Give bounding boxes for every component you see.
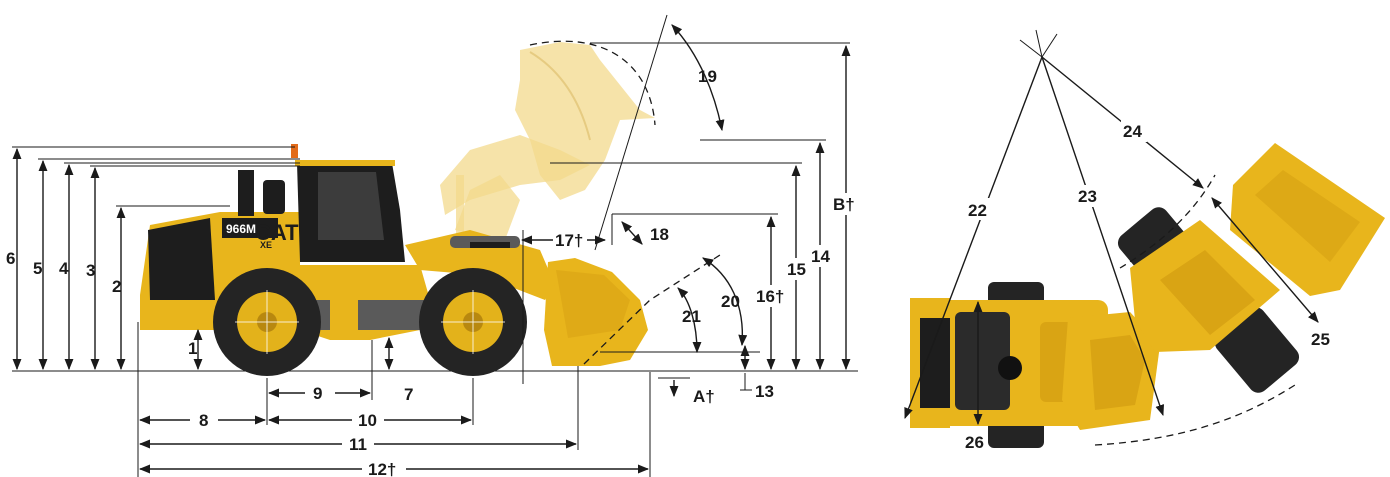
label-5: 5	[33, 259, 42, 278]
label-19: 19	[698, 67, 717, 86]
label-1: 1	[188, 339, 197, 358]
label-3: 3	[86, 261, 95, 280]
label-20: 20	[721, 292, 740, 311]
label-A: A†	[693, 387, 715, 406]
label-25: 25	[1311, 330, 1330, 349]
label-4: 4	[59, 259, 69, 278]
label-23: 23	[1078, 187, 1097, 206]
label-8: 8	[199, 411, 208, 430]
top-view-rear-frame	[910, 282, 1160, 448]
lowered-bucket	[544, 254, 721, 366]
label-21: 21	[682, 307, 701, 326]
label-13: 13	[755, 382, 774, 401]
label-11: 11	[349, 435, 367, 454]
label-14: 14	[811, 247, 830, 266]
label-12: 12†	[368, 460, 396, 477]
model-suffix-text: XE	[260, 240, 272, 250]
label-24: 24	[1123, 122, 1142, 141]
label-2: 2	[112, 277, 121, 296]
label-B: B†	[833, 195, 855, 214]
length-dimensions: 9 8 10 11 12† A† 13	[137, 322, 774, 477]
loader-arm	[405, 230, 555, 300]
label-22: 22	[968, 201, 987, 220]
label-7: 7	[404, 385, 413, 404]
turning-arc-outer	[1119, 174, 1216, 269]
label-9: 9	[313, 384, 322, 403]
right-height-dimensions: B† 14 15 16†	[550, 42, 862, 371]
raised-bucket-ghost	[440, 42, 655, 240]
top-view: 22 23 24 25 26	[904, 29, 1385, 452]
turning-radius-lines: 22 23 24 25 26	[904, 29, 1330, 452]
label-26: 26	[965, 433, 984, 452]
side-view: 966M XE CAT	[6, 14, 862, 477]
label-15: 15	[787, 260, 806, 279]
front-wheel	[419, 268, 527, 376]
cat-logo: CAT	[255, 220, 299, 245]
model-badge: 966M XE CAT	[222, 218, 299, 250]
angle-dimensions: 19 17† 18 20 21	[520, 14, 760, 384]
label-10: 10	[358, 411, 377, 430]
label-16: 16†	[756, 287, 784, 306]
label-17: 17†	[555, 231, 583, 250]
turning-arc-inner	[1094, 384, 1296, 446]
height-dimensions: 6 5 4 3 2 1 7	[6, 146, 413, 404]
model-badge-text: 966M	[226, 222, 256, 236]
label-18: 18	[650, 225, 669, 244]
rear-wheel	[213, 268, 321, 376]
label-6: 6	[6, 249, 15, 268]
